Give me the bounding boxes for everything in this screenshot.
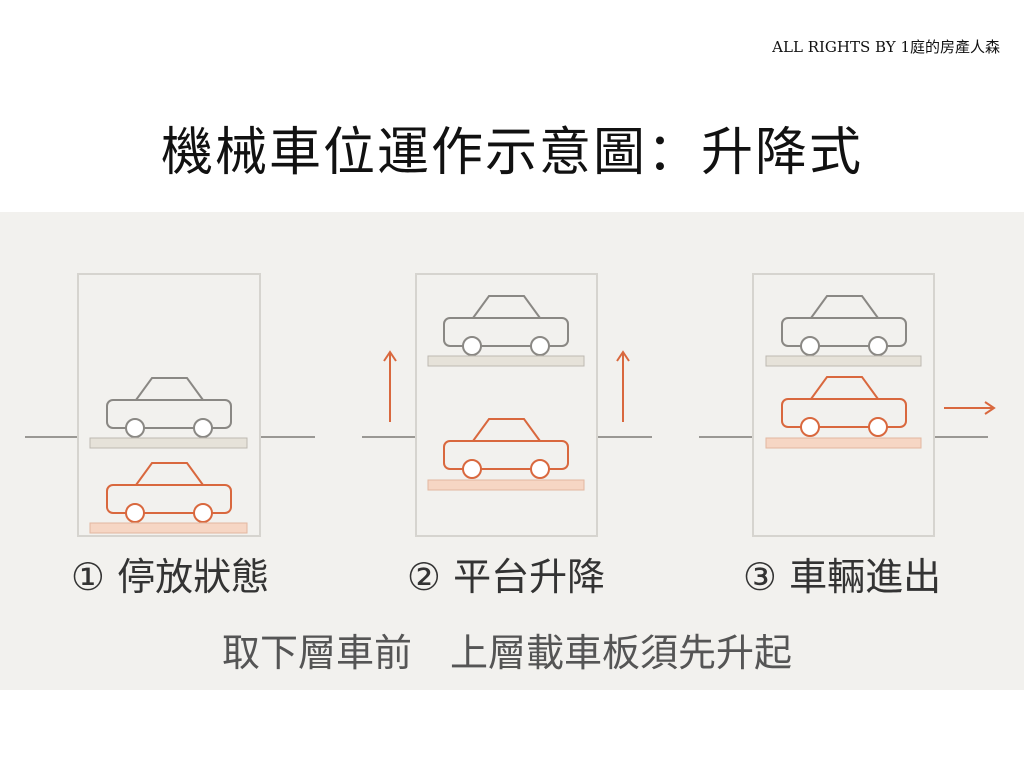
bottom-note: 取下層車前 上層載車板須先升起 [221, 631, 792, 675]
step-text: 停放狀態 [117, 555, 270, 599]
lift-frame [415, 273, 598, 537]
lower-platform [427, 479, 585, 491]
upper-car [106, 377, 232, 438]
step-2-label: ② 平台升降 [386, 546, 626, 601]
right-arrow-icon [944, 401, 996, 415]
lower-car [443, 418, 569, 479]
upper-car [781, 295, 907, 356]
upper-platform [427, 355, 585, 367]
step-number: ① [70, 555, 105, 599]
step-1-diagram [25, 273, 315, 537]
upper-platform [765, 355, 922, 367]
up-arrow-icon [616, 350, 630, 422]
step-text: 平台升降 [453, 555, 606, 599]
step-text: 車輛進出 [789, 555, 942, 599]
copyright-text: ALL RIGHTS BY 1庭的房產人森 [772, 38, 1000, 56]
step-3-label: ③ 車輛進出 [722, 546, 962, 601]
diagram-panel [0, 212, 1024, 690]
page-title: 機械車位運作示意圖：升降式 [160, 123, 863, 183]
up-arrow-icon [383, 350, 397, 422]
step-1-label: ① 停放狀態 [50, 546, 290, 601]
upper-platform [89, 437, 248, 449]
exiting-car [781, 376, 907, 437]
lift-frame [752, 273, 935, 537]
step-3-diagram [699, 273, 996, 537]
lower-platform [89, 522, 248, 534]
upper-car [443, 295, 569, 356]
step-number: ② [406, 555, 441, 599]
lift-frame [77, 273, 261, 537]
step-2-diagram [362, 273, 652, 537]
step-number: ③ [742, 555, 777, 599]
lower-car [106, 462, 232, 523]
lower-platform [765, 437, 922, 449]
